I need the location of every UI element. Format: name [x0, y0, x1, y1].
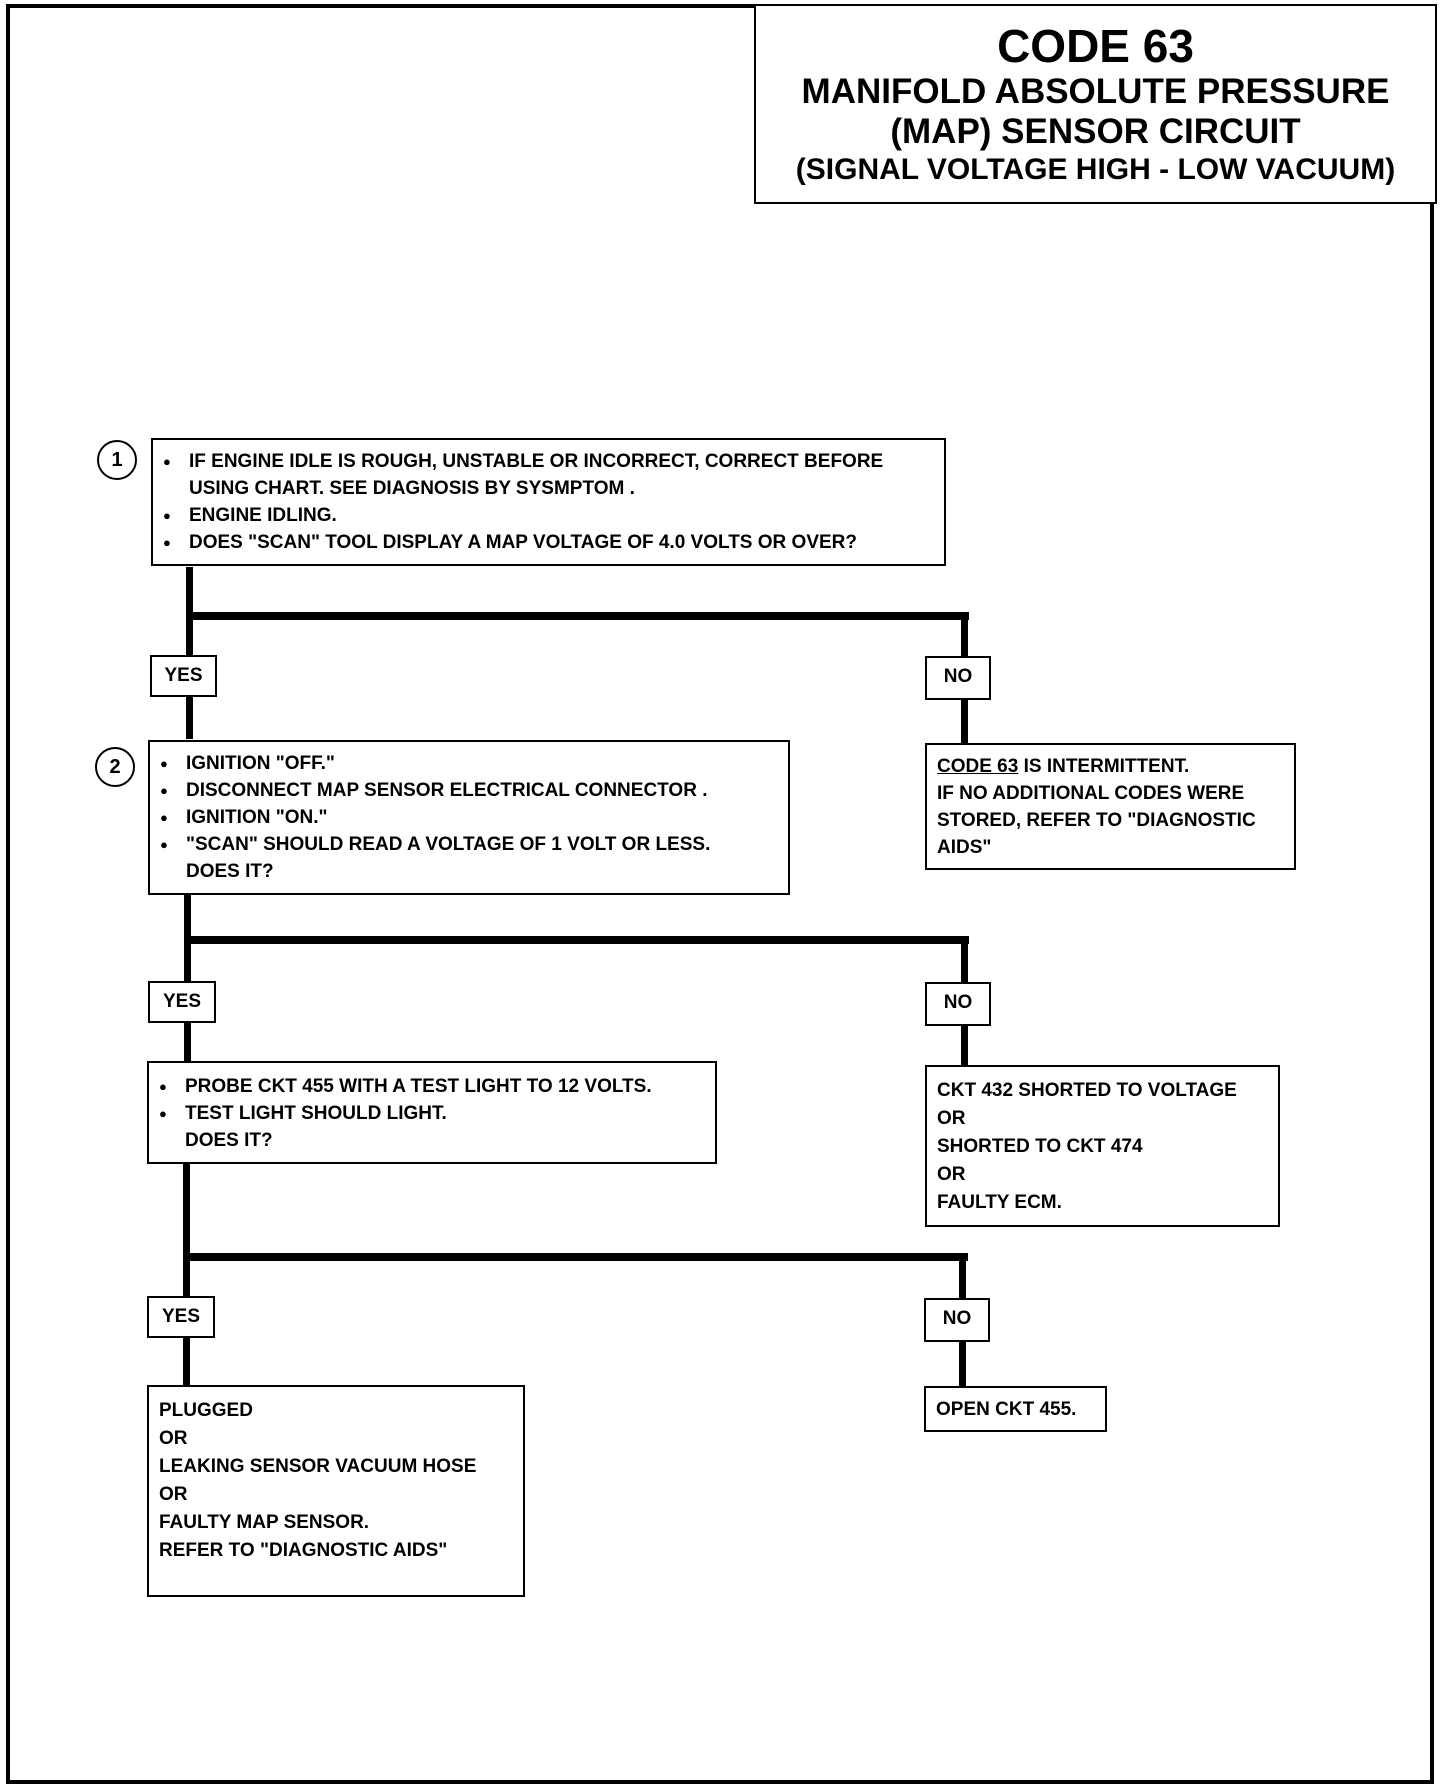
result-plugged-line: LEAKING SENSOR VACUUM HOSE	[159, 1456, 477, 1477]
result-intermittent-text: IS INTERMITTENT.	[1018, 756, 1190, 777]
yes-label: YES	[147, 1296, 215, 1338]
result-ckt432-line: OR	[937, 1164, 966, 1185]
step-2-bullet: "SCAN" SHOULD READ A VOLTAGE OF 1 VOLT O…	[150, 831, 788, 858]
result-ckt432-line: FAULTY ECM.	[937, 1192, 1062, 1213]
step-2-box: IGNITION "OFF." DISCONNECT MAP SENSOR EL…	[148, 740, 790, 895]
result-plugged-box: PLUGGED OR LEAKING SENSOR VACUUM HOSE OR…	[147, 1385, 525, 1597]
result-intermittent-line: AIDS"	[937, 837, 992, 858]
step-3-box: PROBE CKT 455 WITH A TEST LIGHT TO 12 VO…	[147, 1061, 717, 1164]
step-1-bullet-text: ENGINE IDLING.	[189, 505, 337, 526]
connector-line	[961, 612, 968, 656]
connector-line	[961, 700, 968, 743]
yes-label: YES	[148, 981, 216, 1023]
page-frame	[6, 4, 1434, 1784]
connector-line	[186, 695, 193, 739]
connector-line	[961, 936, 968, 984]
result-plugged-line: FAULTY MAP SENSOR.	[159, 1512, 370, 1533]
result-intermittent-box: CODE 63 IS INTERMITTENT. IF NO ADDITIONA…	[925, 743, 1296, 870]
step-2-bullet-text: IGNITION "ON."	[186, 807, 328, 828]
connector-line	[959, 1253, 966, 1301]
step-2-bullet-text: IGNITION "OFF."	[186, 753, 335, 774]
step-number-2: 2	[95, 747, 135, 787]
result-ckt432-line: CKT 432 SHORTED TO VOLTAGE	[937, 1080, 1237, 1101]
result-intermittent-line: IF NO ADDITIONAL CODES WERE	[937, 783, 1245, 804]
step-2-bullet-text: "SCAN" SHOULD READ A VOLTAGE OF 1 VOLT O…	[186, 834, 711, 855]
connector-line	[183, 1337, 190, 1387]
no-label: NO	[924, 1298, 990, 1342]
result-plugged-line: PLUGGED	[159, 1400, 253, 1421]
result-open-box: OPEN CKT 455.	[924, 1386, 1107, 1432]
title-line-1: MANIFOLD ABSOLUTE PRESSURE	[801, 72, 1390, 111]
step-2-bullet-text: DISCONNECT MAP SENSOR ELECTRICAL CONNECT…	[186, 780, 708, 801]
step-3-bullet-text: PROBE CKT 455 WITH A TEST LIGHT TO 12 VO…	[185, 1076, 652, 1097]
result-intermittent-line: STORED, REFER TO "DIAGNOSTIC	[937, 810, 1256, 831]
step-2-bullet-continuation: DOES IT?	[186, 861, 274, 882]
connector-line	[184, 936, 969, 944]
step-1-bullet: ENGINE IDLING.	[153, 502, 944, 529]
code-title: CODE 63	[997, 20, 1194, 72]
connector-line	[186, 612, 969, 620]
result-open-line: OPEN CKT 455.	[936, 1399, 1077, 1420]
step-2-bullet: IGNITION "OFF."	[150, 750, 788, 777]
step-1-bullet-text: IF ENGINE IDLE IS ROUGH, UNSTABLE OR INC…	[189, 451, 884, 472]
step-1-box: IF ENGINE IDLE IS ROUGH, UNSTABLE OR INC…	[151, 438, 946, 566]
result-ckt432-line: OR	[937, 1108, 966, 1129]
connector-line	[184, 1021, 191, 1061]
step-1-bullet: IF ENGINE IDLE IS ROUGH, UNSTABLE OR INC…	[153, 448, 944, 475]
result-plugged-line: REFER TO "DIAGNOSTIC AIDS"	[159, 1540, 448, 1561]
step-3-bullet: TEST LIGHT SHOULD LIGHT.	[149, 1100, 715, 1127]
no-label: NO	[925, 656, 991, 700]
step-3-bullet-text: TEST LIGHT SHOULD LIGHT.	[185, 1103, 447, 1124]
connector-line	[183, 1162, 190, 1298]
code-reference: CODE 63	[937, 756, 1019, 777]
step-2-bullet: IGNITION "ON."	[150, 804, 788, 831]
no-label: NO	[925, 982, 991, 1026]
result-ckt432-box: CKT 432 SHORTED TO VOLTAGE OR SHORTED TO…	[925, 1065, 1280, 1227]
step-1-bullet-continuation: USING CHART. SEE DIAGNOSIS BY SYSMPTOM .	[189, 478, 635, 499]
step-number-1: 1	[97, 440, 137, 480]
title-line-3: (SIGNAL VOLTAGE HIGH - LOW VACUUM)	[795, 153, 1396, 186]
title-line-2: (MAP) SENSOR CIRCUIT	[890, 112, 1301, 151]
connector-line	[959, 1342, 966, 1388]
result-ckt432-line: SHORTED TO CKT 474	[937, 1136, 1143, 1157]
step-1-bullet: DOES "SCAN" TOOL DISPLAY A MAP VOLTAGE O…	[153, 529, 944, 556]
step-3-bullet-continuation: DOES IT?	[185, 1130, 273, 1151]
step-1-bullet-text: DOES "SCAN" TOOL DISPLAY A MAP VOLTAGE O…	[189, 532, 857, 553]
connector-line	[183, 1253, 968, 1261]
connector-line	[961, 1025, 968, 1065]
title-block: CODE 63 MANIFOLD ABSOLUTE PRESSURE (MAP)…	[754, 4, 1437, 204]
step-2-bullet: DISCONNECT MAP SENSOR ELECTRICAL CONNECT…	[150, 777, 788, 804]
result-plugged-line: OR	[159, 1428, 188, 1449]
yes-label: YES	[150, 655, 217, 697]
result-plugged-line: OR	[159, 1484, 188, 1505]
result-intermittent-line: CODE 63 IS INTERMITTENT.	[937, 753, 1284, 780]
step-3-bullet: PROBE CKT 455 WITH A TEST LIGHT TO 12 VO…	[149, 1073, 715, 1100]
